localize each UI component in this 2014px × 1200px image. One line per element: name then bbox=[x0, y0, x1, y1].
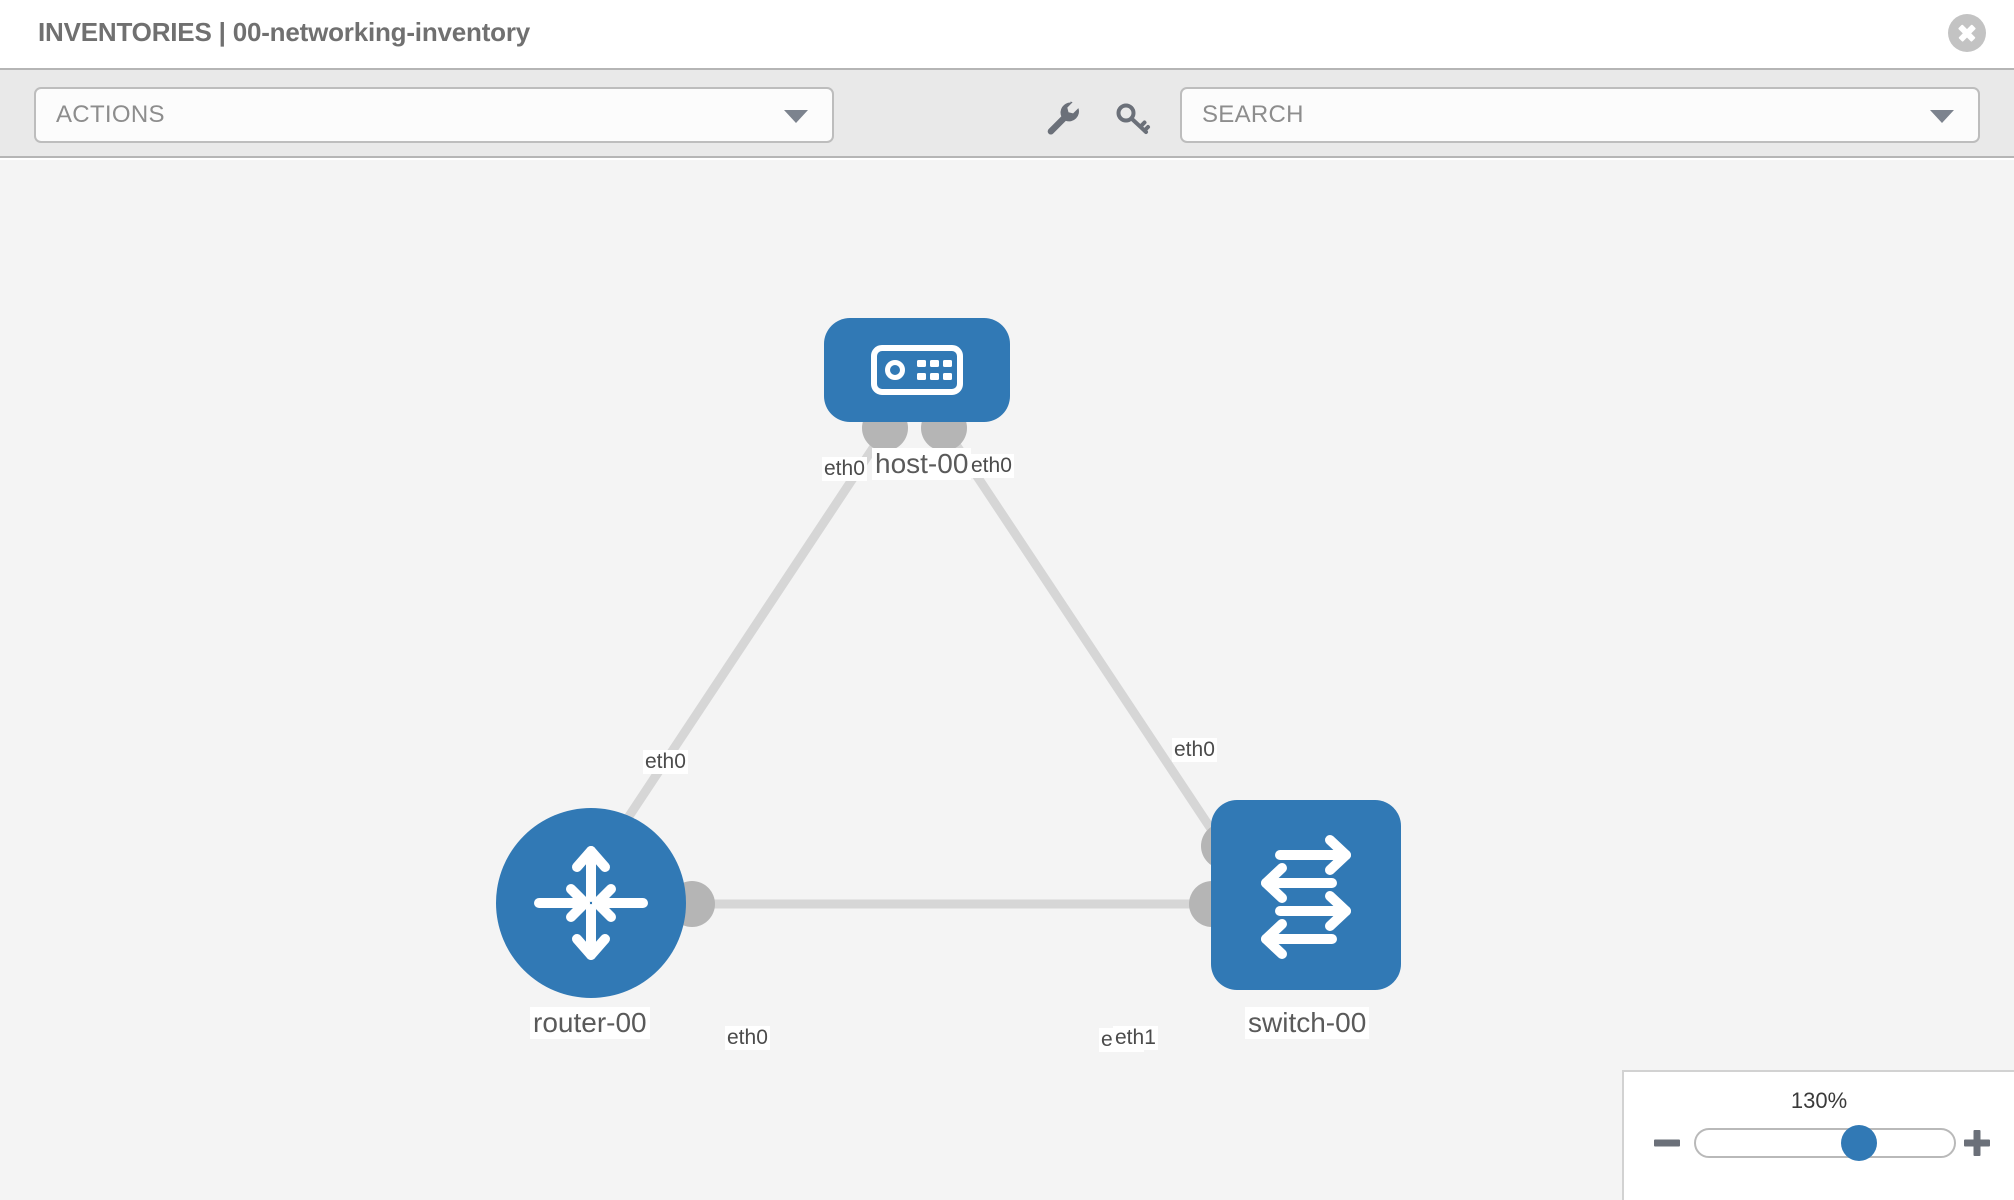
node-label-host-00: host-00 bbox=[872, 448, 972, 480]
topology-edges bbox=[595, 405, 1247, 927]
router-arrows-icon bbox=[534, 846, 648, 960]
interface-label-host-right: eth0 bbox=[969, 454, 1014, 478]
interface-label-switch-eth1: eth1 bbox=[1113, 1026, 1158, 1050]
switch-arrows-icon bbox=[1261, 835, 1351, 959]
interface-label-switch-uplink: eth0 bbox=[1172, 738, 1217, 762]
close-icon[interactable] bbox=[1948, 14, 1986, 52]
page-header: INVENTORIES | 00-networking-inventory bbox=[0, 0, 2014, 68]
interface-label-router-uplink: eth0 bbox=[643, 750, 688, 774]
actions-dropdown-label: ACTIONS bbox=[56, 101, 165, 128]
topology-node-router-00[interactable] bbox=[496, 808, 686, 998]
node-label-switch-00: switch-00 bbox=[1245, 1007, 1370, 1039]
edge-host-switch bbox=[940, 423, 1230, 855]
interface-label-router-eth0: eth0 bbox=[725, 1026, 770, 1050]
actions-dropdown[interactable]: ACTIONS bbox=[34, 87, 834, 143]
interface-connectors bbox=[669, 405, 1247, 927]
search-placeholder: SEARCH bbox=[1202, 101, 1304, 128]
topology-node-switch-00[interactable] bbox=[1211, 800, 1401, 990]
edge-host-router bbox=[595, 425, 890, 865]
zoom-slider-thumb[interactable] bbox=[1840, 1125, 1877, 1161]
server-icon bbox=[871, 345, 963, 395]
chevron-down-icon[interactable] bbox=[1930, 110, 1954, 123]
key-icon[interactable] bbox=[1113, 98, 1153, 138]
zoom-control-panel: 130% bbox=[1622, 1070, 2014, 1200]
search-input[interactable]: SEARCH bbox=[1180, 87, 1980, 143]
chevron-down-icon[interactable] bbox=[784, 110, 808, 123]
zoom-slider[interactable] bbox=[1694, 1125, 1956, 1161]
plus-icon[interactable] bbox=[1962, 1128, 1992, 1158]
toolbar: ACTIONS SEARCH bbox=[0, 68, 2014, 158]
wrench-icon[interactable] bbox=[1043, 98, 1083, 138]
node-label-router-00: router-00 bbox=[530, 1007, 650, 1039]
zoom-level-value: 130% bbox=[1790, 1088, 1848, 1113]
page-title: INVENTORIES | 00-networking-inventory bbox=[38, 17, 531, 47]
minus-icon[interactable] bbox=[1652, 1128, 1682, 1158]
interface-label-host-left: eth0 bbox=[822, 457, 867, 481]
topology-node-host-00[interactable] bbox=[824, 318, 1010, 422]
topology-canvas[interactable]: host-00 router-00 bbox=[0, 160, 2014, 1200]
